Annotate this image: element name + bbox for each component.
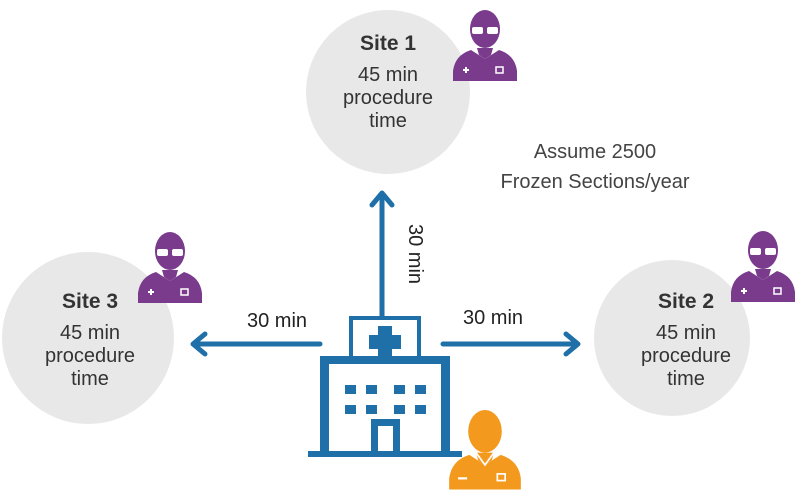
site-2-circle [594, 260, 750, 416]
assumption-line-2: Frozen Sections/year [500, 171, 690, 193]
arrow-up-head [369, 190, 395, 208]
pathologist-icon-site-3 [138, 232, 202, 303]
arrow-left-head [190, 331, 208, 357]
distance-right-label: 30 min [462, 307, 524, 329]
site-3-duration: 45 min [59, 322, 121, 344]
site-1-duration: 45 min [357, 64, 419, 86]
site-1-procedure: procedure [342, 87, 434, 109]
site-3-label: Site 3 45 min procedure time [20, 290, 160, 391]
arrow-right-head [563, 331, 581, 357]
assumption-note: Assume 2500 Frozen Sections/year [470, 137, 720, 197]
site-3-title: Site 3 [61, 290, 119, 313]
site-2-label: Site 2 45 min procedure time [616, 290, 756, 391]
site-2-time: time [667, 368, 705, 390]
site-2-duration: 45 min [655, 322, 717, 344]
distance-up-label: 30 min [404, 223, 426, 285]
site-1-time: time [369, 110, 407, 132]
pathologist-icon-site-1 [453, 10, 517, 81]
assumption-line-1: Assume 2500 [533, 141, 657, 163]
site-3-time: time [71, 368, 109, 390]
site-1-label: Site 1 45 min procedure time [318, 32, 458, 133]
site-2-title: Site 2 [657, 290, 715, 313]
site-1-circle [306, 10, 470, 174]
site-1-title: Site 1 [359, 32, 417, 55]
site-3-circle [2, 252, 174, 424]
hospital-icon [308, 316, 462, 457]
site-3-procedure: procedure [44, 345, 136, 367]
distance-left-label: 30 min [246, 310, 308, 332]
pathologist-icon-site-2 [731, 231, 795, 302]
site-2-procedure: procedure [640, 345, 732, 367]
surgeon-icon [449, 410, 521, 490]
